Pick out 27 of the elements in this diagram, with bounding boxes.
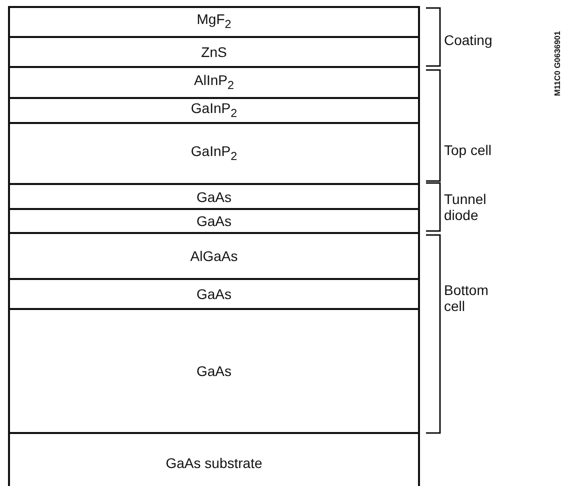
layer-label: AlInP$_{2}$: [194, 72, 234, 94]
layer-label: ZnS: [201, 44, 227, 60]
group-label: Bottom cell: [444, 282, 490, 314]
layer-box: [8, 278, 420, 308]
layer-box: [8, 36, 420, 66]
layer-box: [8, 6, 420, 36]
layer-label: AlGaAs: [190, 248, 238, 264]
layer-box: [8, 308, 420, 432]
layer-box: [8, 66, 420, 97]
layer-box: [8, 183, 420, 208]
layer-box: [8, 122, 420, 183]
layer-label: GaAs: [196, 213, 232, 229]
group-label: Tunnel diode: [444, 191, 488, 223]
layer-label: GaInP$_{2}$: [190, 142, 238, 164]
layer-label: GaAs: [196, 188, 232, 204]
figure-id: M11C0 G0636901: [552, 31, 563, 96]
layer-box: [8, 232, 420, 278]
layer-box: [8, 97, 420, 122]
layer-label: GaInP$_{2}$: [190, 100, 238, 122]
group-label: Top cell: [444, 142, 492, 158]
layer-label: MgF$_{2}$: [196, 11, 232, 33]
layer-box: [8, 208, 420, 232]
layer-label: GaAs: [196, 286, 232, 302]
group-label: Coating: [444, 32, 494, 48]
layer-box: [8, 432, 420, 486]
layer-label: GaAs: [196, 363, 232, 379]
layer-label: GaAs substrate: [166, 455, 262, 471]
